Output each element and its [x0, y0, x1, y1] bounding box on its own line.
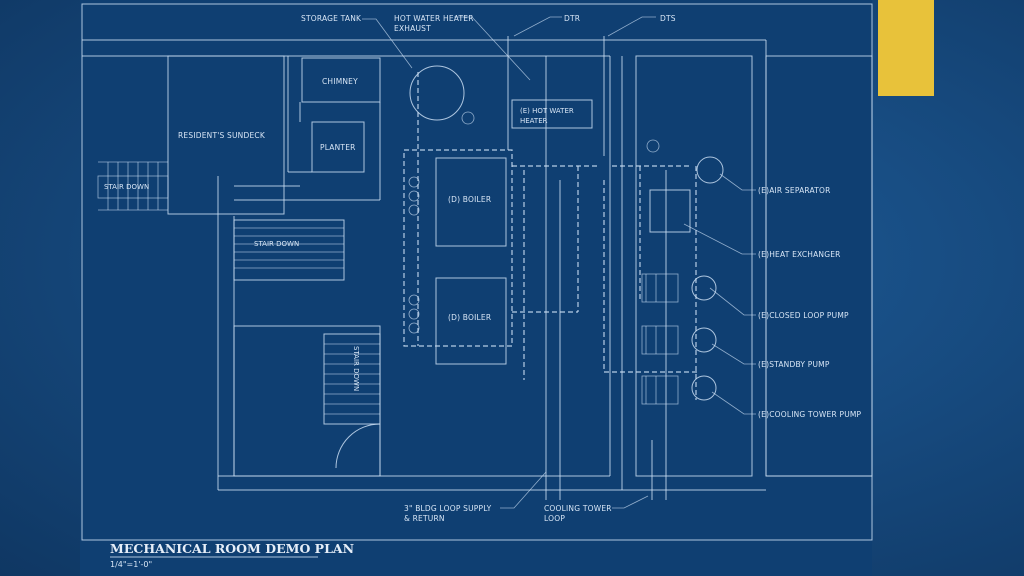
bldg-loop-label-1: 3" BLDG LOOP SUPPLY: [404, 504, 492, 513]
planter-label: PLANTER: [320, 143, 356, 152]
ct-loop-label-2: LOOP: [544, 514, 565, 523]
leader-lines: [362, 16, 756, 509]
central-stair: [233, 219, 381, 477]
room-labels: CHIMNEY PLANTER RESIDENT'S SUNDECK STAIR…: [104, 77, 574, 391]
drawing-scale: 1/4"=1'-0": [110, 560, 152, 569]
title-block: MECHANICAL ROOM DEMO PLAN 1/4"=1'-0": [110, 541, 354, 569]
drawing-panel: [80, 0, 872, 576]
callout-labels: STORAGE TANK HOT WATER HEATER EXHAUST DT…: [301, 14, 862, 523]
closed-loop-pump-label: (E)CLOSED LOOP PUMP: [758, 311, 849, 320]
stair-down-left-label: STAIR DOWN: [104, 183, 149, 191]
heat-exchanger-label: (E)HEAT EXCHANGER: [758, 250, 841, 259]
dts-label: DTS: [660, 14, 676, 23]
sundeck-label: RESIDENT'S SUNDECK: [178, 131, 266, 140]
stair-down-mid-label: STAIR DOWN: [254, 240, 299, 248]
equipment: [641, 156, 724, 405]
cooling-tower-pump-label: (E)COOLING TOWER PUMP: [758, 410, 862, 419]
building-walls: [81, 3, 873, 541]
drawing-title: MECHANICAL ROOM DEMO PLAN: [110, 541, 354, 556]
standby-pump-label: (E)STANDBY PUMP: [758, 360, 830, 369]
chimney-label: CHIMNEY: [322, 77, 358, 86]
hw-exhaust-label-1: HOT WATER HEATER: [394, 14, 474, 23]
hot-water-heater-label-2: HEATER: [520, 117, 548, 125]
slide-accent-bar: [878, 0, 934, 96]
boiler-lower-label: (D) BOILER: [448, 313, 491, 322]
dtr-label: DTR: [564, 14, 580, 23]
ct-loop-label-1: COOLING TOWER: [544, 504, 612, 513]
piping: [417, 36, 700, 500]
stair-down-vertical-label: STAIR DOWN: [352, 346, 360, 391]
boiler-upper-label: (D) BOILER: [448, 195, 491, 204]
bldg-loop-label-2: & RETURN: [404, 514, 445, 523]
storage-tank-label: STORAGE TANK: [301, 14, 362, 23]
storage-tank: [409, 65, 660, 153]
boilers: [403, 149, 513, 365]
sundeck-area: [97, 55, 285, 215]
chimney-planter: [217, 56, 381, 201]
air-separator-label: (E)AIR SEPARATOR: [758, 186, 831, 195]
hot-water-heater-label-1: (E) HOT WATER: [520, 107, 574, 115]
hw-exhaust-label-2: EXHAUST: [394, 24, 431, 33]
